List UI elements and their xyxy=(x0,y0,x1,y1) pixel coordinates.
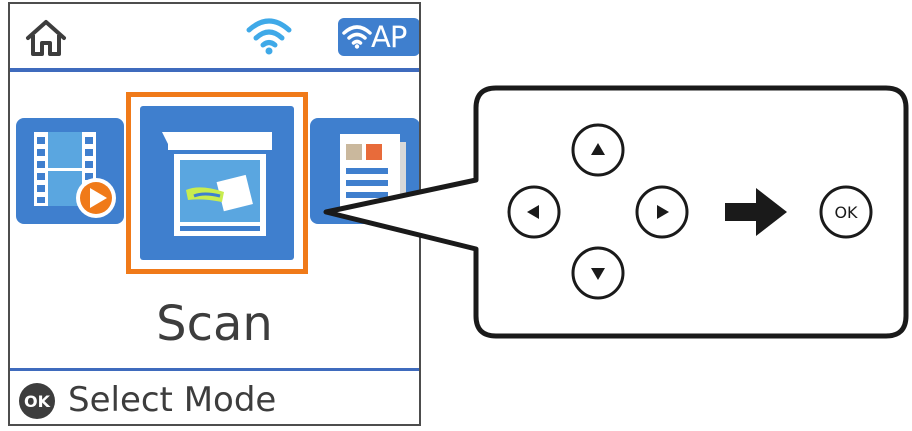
mode-tile-scan[interactable] xyxy=(140,106,294,260)
arrow-left-button xyxy=(507,185,561,239)
ok-badge-icon: OK xyxy=(19,383,55,419)
selected-mode-label: Scan xyxy=(156,296,273,352)
hint-text: Select Mode xyxy=(68,380,277,420)
ok-button: OK xyxy=(819,185,873,239)
home-icon[interactable] xyxy=(24,18,68,58)
arrow-down-icon xyxy=(591,268,605,280)
access-point-badge: AP xyxy=(338,18,419,56)
arrow-up-button xyxy=(571,123,625,177)
wifi-icon xyxy=(246,18,292,55)
mode-tile-video[interactable] xyxy=(16,118,124,224)
ok-button-label: OK xyxy=(834,203,858,222)
arrow-down-button xyxy=(571,246,625,300)
arrow-right-button xyxy=(635,185,689,239)
status-divider xyxy=(10,68,419,72)
selected-mode-frame xyxy=(126,92,308,274)
arrow-left-icon xyxy=(527,205,539,219)
video-play-icon xyxy=(34,132,116,218)
callout-bubble xyxy=(323,85,909,339)
ap-label: AP xyxy=(371,20,407,54)
arrow-right-icon xyxy=(657,205,669,219)
ok-badge-text: OK xyxy=(24,392,51,411)
arrow-up-icon xyxy=(591,143,605,155)
ap-wifi-icon xyxy=(342,25,372,49)
right-arrow-icon xyxy=(725,188,787,236)
mode-tile-document[interactable] xyxy=(310,118,419,224)
hint-divider xyxy=(10,368,419,371)
status-bar: AP xyxy=(10,4,419,68)
scan-icon xyxy=(162,132,272,236)
